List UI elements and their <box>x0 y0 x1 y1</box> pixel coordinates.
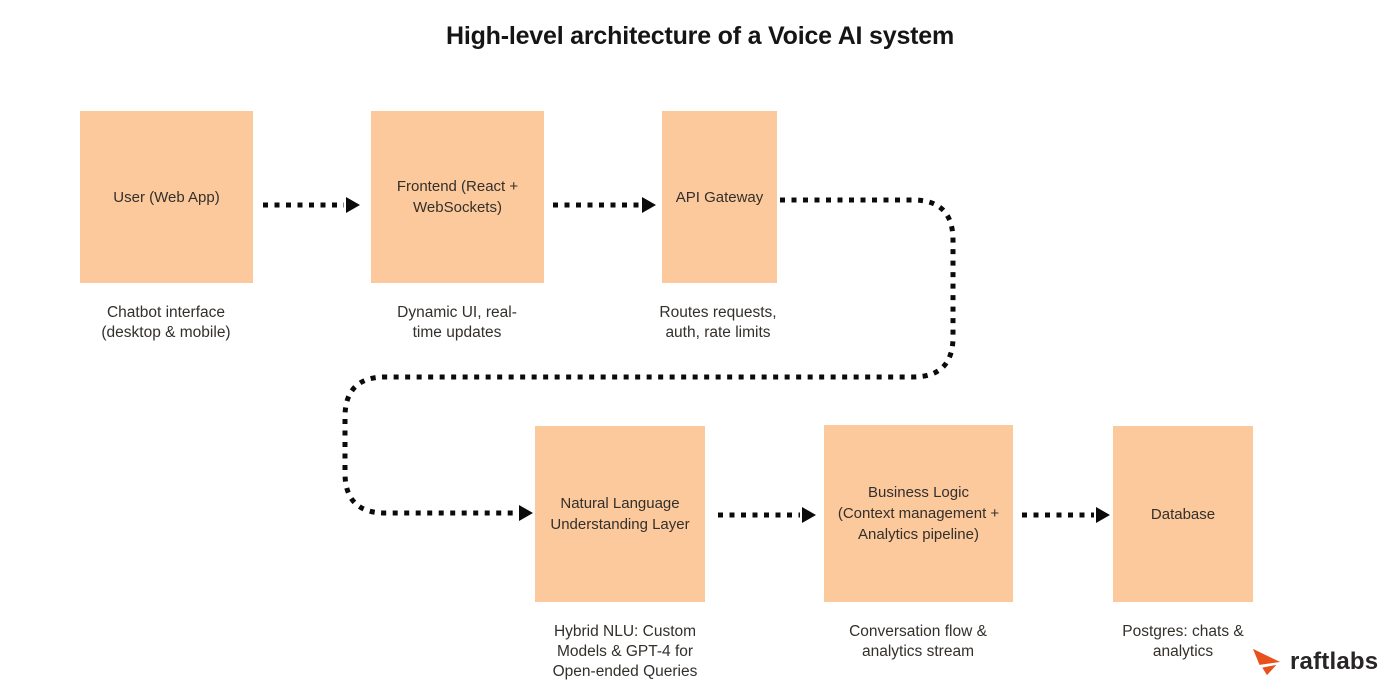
diagram-title: High-level architecture of a Voice AI sy… <box>445 22 955 50</box>
arrow-user-to-frontend <box>263 197 360 213</box>
node-nlu-box: Natural Language Understanding Layer <box>535 426 705 602</box>
arrow-api-gateway-to-nlu <box>342 197 956 521</box>
node-user-label: User (Web App) <box>113 188 220 206</box>
node-user-caption: Chatbot interface (desktop & mobile) <box>101 304 231 341</box>
node-database-caption: Postgres: chats & analytics <box>1122 623 1244 660</box>
node-user-box: User (Web App) <box>80 111 253 283</box>
node-nlu-caption: Hybrid NLU: Custom Models & GPT-4 for Op… <box>552 623 698 680</box>
node-api-gateway-label: API Gateway <box>675 188 764 206</box>
node-business-logic-label: Business Logic (Context management + Ana… <box>837 484 1000 543</box>
node-database-box: Database <box>1113 426 1253 602</box>
node-business-logic-caption: Conversation flow & analytics stream <box>849 623 987 660</box>
node-nlu-label: Natural Language Understanding Layer <box>550 495 690 533</box>
raftlabs-logo: raftlabs <box>1251 647 1378 677</box>
node-api-gateway-caption: Routes requests, auth, rate limits <box>659 304 777 341</box>
node-frontend-caption: Dynamic UI, real- time updates <box>397 304 517 341</box>
node-business-logic-box: Business Logic (Context management + Ana… <box>824 425 1013 602</box>
node-frontend-label: Frontend (React + WebSockets) <box>396 178 519 216</box>
arrow-nlu-to-business-logic <box>718 507 816 523</box>
node-frontend-box: Frontend (React + WebSockets) <box>371 111 544 283</box>
arrow-business-logic-to-database <box>1022 507 1110 523</box>
node-database-label: Database <box>1150 505 1216 523</box>
arrow-frontend-to-api-gateway <box>553 197 656 213</box>
raftlabs-logo-icon <box>1252 648 1281 676</box>
node-api-gateway-box: API Gateway <box>662 111 777 283</box>
raftlabs-logo-text: raftlabs <box>1290 648 1379 675</box>
